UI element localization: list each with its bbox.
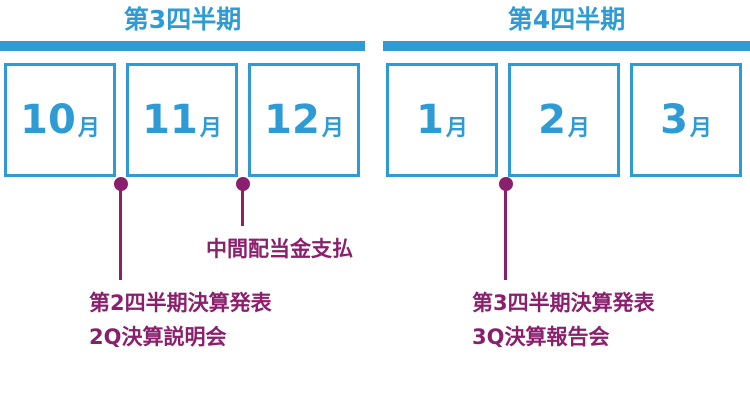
month-unit: 月 xyxy=(199,116,222,141)
event-dot-q2-results xyxy=(114,177,128,191)
q4-bar xyxy=(383,41,750,51)
q3-title: 第3四半期 xyxy=(123,5,242,34)
q4-title: 第4四半期 xyxy=(507,5,626,34)
month-number: 11 xyxy=(142,97,198,143)
event-line: 2Q決算説明会 xyxy=(89,325,227,349)
q3-bar xyxy=(0,41,365,51)
month-number: 3 xyxy=(660,97,688,143)
month-number: 12 xyxy=(264,97,320,143)
event-dot-dividend xyxy=(236,177,250,191)
event-dot-q3-results xyxy=(499,177,513,191)
month-unit: 月 xyxy=(567,116,590,141)
event-line: 3Q決算報告会 xyxy=(472,325,610,349)
event-line: 第3四半期決算発表 xyxy=(472,291,655,315)
month-unit: 月 xyxy=(77,116,100,141)
month-number: 1 xyxy=(416,97,444,143)
event-line: 第2四半期決算発表 xyxy=(89,291,272,315)
month-number: 2 xyxy=(538,97,566,143)
event-label-q3-results: 第3四半期決算発表 3Q決算報告会 xyxy=(472,286,655,354)
event-stem-dividend xyxy=(241,184,244,226)
event-stem-q2-results xyxy=(119,184,122,280)
event-line: 中間配当金支払 xyxy=(206,237,353,261)
month-unit: 月 xyxy=(689,116,712,141)
event-stem-q3-results xyxy=(504,184,507,280)
month-number: 10 xyxy=(20,97,76,143)
event-label-dividend: 中間配当金支払 xyxy=(206,232,353,266)
month-unit: 月 xyxy=(321,116,344,141)
month-unit: 月 xyxy=(445,116,468,141)
event-label-q2-results: 第2四半期決算発表 2Q決算説明会 xyxy=(89,286,272,354)
